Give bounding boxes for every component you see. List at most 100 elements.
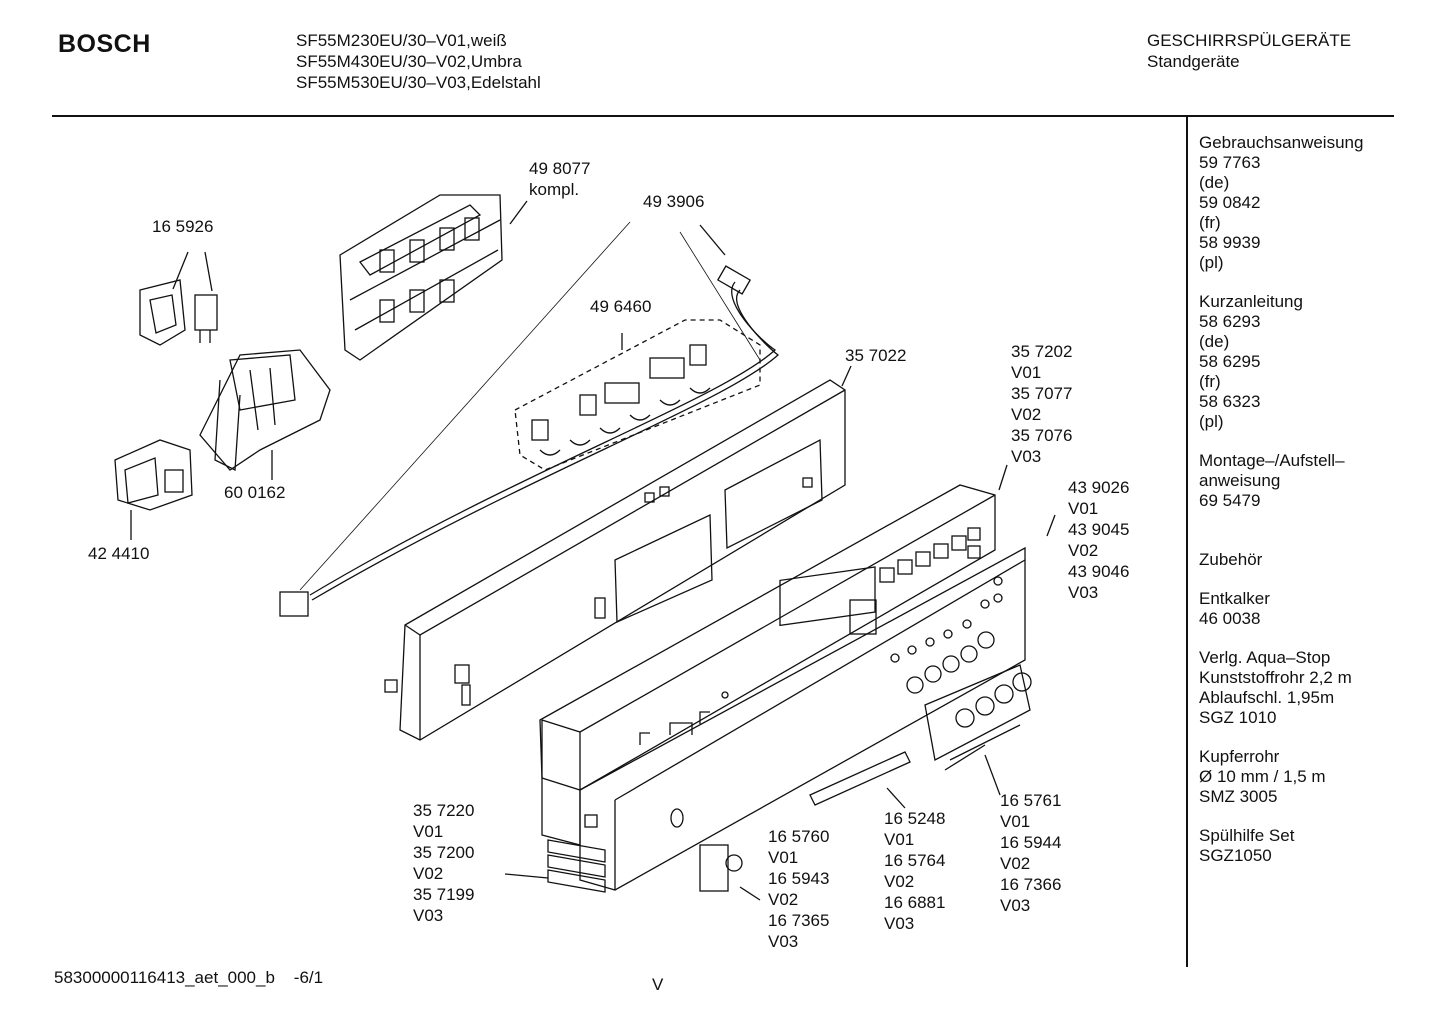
sidebar-line: 69 5479 — [1199, 491, 1261, 510]
sidebar-line: Gebrauchsanweisung — [1199, 133, 1364, 152]
sidebar-line: Spülhilfe Set — [1199, 826, 1295, 845]
part-number: 49 6460 — [590, 297, 652, 316]
document-code: 58300000116413_aet_000_b -6/1 — [54, 968, 324, 987]
callout-165760: 16 5760 V01 16 5943 V02 16 7365 V03 — [768, 826, 829, 952]
part-number: 35 7076 — [1011, 426, 1073, 445]
part-number: 43 9046 — [1068, 562, 1130, 581]
page-mark: V — [652, 975, 664, 994]
sidebar-group-manual: Gebrauchsanweisung 59 7763 (de) 59 0842 … — [1199, 133, 1399, 273]
part-number: 35 7202 — [1011, 342, 1073, 361]
sidebar-line: 58 6323 — [1199, 392, 1261, 411]
part-variant: V01 — [1011, 363, 1042, 382]
sidebar-line: (de) — [1199, 173, 1230, 192]
part-variant: V03 — [1000, 896, 1031, 915]
part-number: 49 8077 — [529, 159, 591, 178]
part-number: 35 7200 — [413, 843, 475, 862]
sidebar-line — [1199, 530, 1399, 550]
part-number: 16 5248 — [884, 809, 946, 828]
sidebar-line: SGZ 1010 — [1199, 708, 1277, 727]
part-variant: V03 — [768, 932, 799, 951]
part-number: 16 7366 — [1000, 875, 1062, 894]
part-number: 16 5764 — [884, 851, 946, 870]
callout-165761: 16 5761 V01 16 5944 V02 16 7366 V03 — [1000, 790, 1061, 916]
part-variant: V02 — [1011, 405, 1042, 424]
part-variant: V01 — [768, 848, 799, 867]
part-number: 16 5944 — [1000, 833, 1062, 852]
part-variant: V03 — [1068, 583, 1099, 602]
callout-357202: 35 7202 V01 35 7077 V02 35 7076 V03 — [1011, 341, 1072, 467]
part-number: 16 5926 — [152, 217, 214, 236]
sidebar-line: Verlg. Aqua–Stop — [1199, 648, 1331, 667]
sidebar-line: anweisung — [1199, 471, 1281, 490]
callout-165926: 16 5926 — [152, 216, 213, 237]
part-variant: V01 — [884, 830, 915, 849]
brand-logo: BOSCH — [58, 30, 151, 58]
sidebar-line: (de) — [1199, 332, 1230, 351]
part-variant: V01 — [1000, 812, 1031, 831]
callout-498077: 49 8077 kompl. — [529, 158, 590, 200]
sidebar-line: Ø 10 mm / 1,5 m — [1199, 767, 1326, 786]
sidebar-group-copper-pipe: Kupferrohr Ø 10 mm / 1,5 m SMZ 3005 — [1199, 747, 1399, 807]
part-number: 35 7220 — [413, 801, 475, 820]
sidebar-line: SMZ 3005 — [1199, 787, 1278, 806]
part-number: 42 4410 — [88, 544, 150, 563]
part-number: 16 5760 — [768, 827, 830, 846]
sidebar-line: SGZ1050 — [1199, 846, 1272, 865]
sidebar-line: (pl) — [1199, 412, 1224, 431]
sidebar-line: Montage–/Aufstell– — [1199, 451, 1345, 470]
callout-165248: 16 5248 V01 16 5764 V02 16 6881 V03 — [884, 808, 945, 934]
part-number: 16 6881 — [884, 893, 946, 912]
part-variant: V03 — [884, 914, 915, 933]
part-variant: V01 — [413, 822, 444, 841]
part-number: 43 9026 — [1068, 478, 1130, 497]
model-line: SF55M530EU/30–V03,Edelstahl — [296, 73, 541, 92]
part-number: 35 7199 — [413, 885, 475, 904]
part-variant: V03 — [1011, 447, 1042, 466]
sidebar-line: 59 0842 — [1199, 193, 1261, 212]
sidebar-line: (fr) — [1199, 372, 1221, 391]
sidebar-line: Zubehör — [1199, 550, 1263, 569]
callout-424410: 42 4410 — [88, 543, 149, 564]
sidebar-line: Ablaufschl. 1,95m — [1199, 688, 1335, 707]
sidebar-line: Kurzanleitung — [1199, 292, 1303, 311]
sidebar-line: (fr) — [1199, 213, 1221, 232]
part-number: 60 0162 — [224, 483, 286, 502]
part-number: 16 5943 — [768, 869, 830, 888]
part-number: 43 9045 — [1068, 520, 1130, 539]
model-line: SF55M430EU/30–V02,Umbra — [296, 52, 522, 71]
callout-357220: 35 7220 V01 35 7200 V02 35 7199 V03 — [413, 800, 474, 926]
sidebar-group-installation: Montage–/Aufstell– anweisung 69 5479 — [1199, 451, 1399, 511]
part-variant: V03 — [413, 906, 444, 925]
callout-496460: 49 6460 — [590, 296, 651, 317]
sidebar-line: 58 9939 — [1199, 233, 1261, 252]
sidebar-line: 58 6295 — [1199, 352, 1261, 371]
part-number: 16 7365 — [768, 911, 830, 930]
part-variant: V01 — [1068, 499, 1099, 518]
part-variant: V02 — [1068, 541, 1099, 560]
sidebar-line: (pl) — [1199, 253, 1224, 272]
sidebar-group-aqua-stop: Verlg. Aqua–Stop Kunststoffrohr 2,2 m Ab… — [1199, 648, 1399, 728]
model-list: SF55M230EU/30–V01,weiß SF55M430EU/30–V02… — [296, 30, 541, 93]
sidebar-divider — [1186, 117, 1188, 967]
sidebar-line: 46 0038 — [1199, 609, 1261, 628]
model-line: SF55M230EU/30–V01,weiß — [296, 31, 507, 50]
category-line: GESCHIRRSPÜLGERÄTE — [1147, 31, 1352, 50]
header-divider — [52, 115, 1394, 117]
sidebar-line: Kunststoffrohr 2,2 m — [1199, 668, 1352, 687]
callout-439026: 43 9026 V01 43 9045 V02 43 9046 V03 — [1068, 477, 1129, 603]
part-note: kompl. — [529, 180, 580, 199]
part-variant: V02 — [1000, 854, 1031, 873]
part-variant: V02 — [413, 864, 444, 883]
part-variant: V02 — [768, 890, 799, 909]
part-variant: V02 — [884, 872, 915, 891]
part-number: 16 5761 — [1000, 791, 1062, 810]
callout-357022: 35 7022 — [845, 345, 906, 366]
callout-600162: 60 0162 — [224, 482, 285, 503]
sidebar-line: 59 7763 — [1199, 153, 1261, 172]
sidebar-group-descaler: Entkalker 46 0038 — [1199, 589, 1399, 629]
part-number: 35 7077 — [1011, 384, 1073, 403]
part-number: 35 7022 — [845, 346, 907, 365]
sidebar-line: Kupferrohr — [1199, 747, 1280, 766]
sidebar-group-rinse-aid: Spülhilfe Set SGZ1050 — [1199, 826, 1399, 866]
